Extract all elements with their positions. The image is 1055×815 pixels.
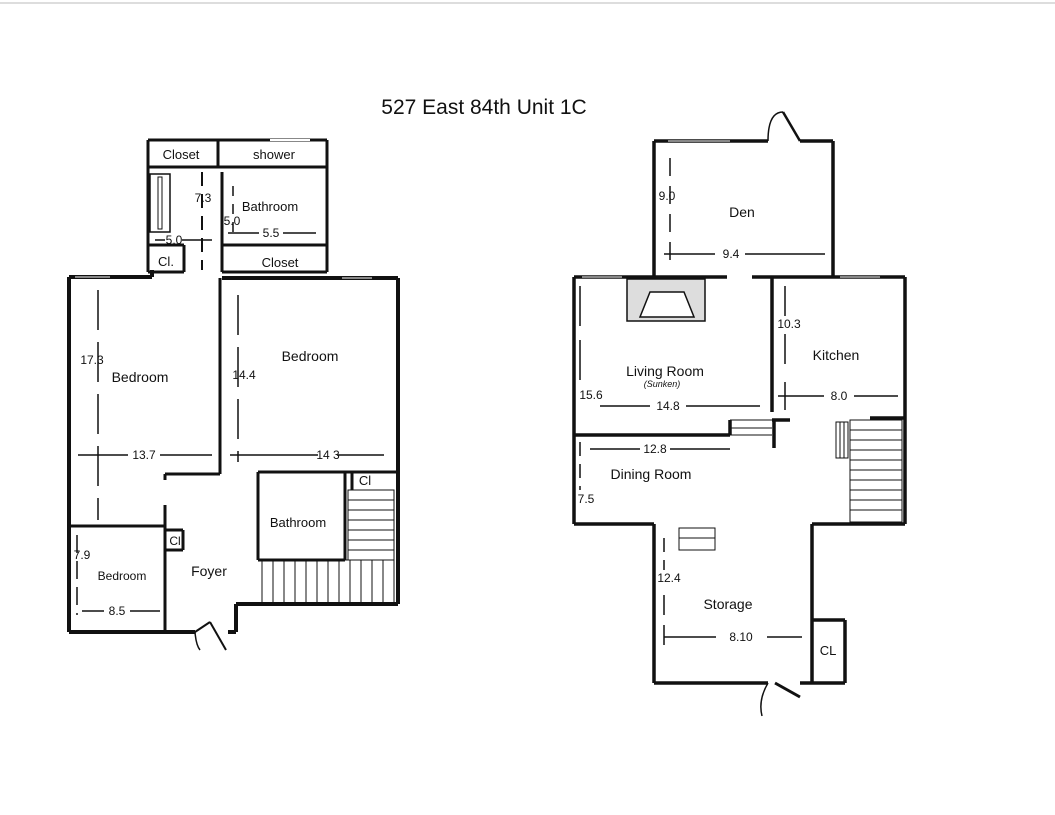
left-stairs: [261, 489, 395, 605]
dim-living-14-8: 14.8: [656, 399, 680, 413]
dim-hall-5-0: 5.0: [166, 233, 183, 247]
label-living-sunken: (Sunken): [644, 379, 681, 389]
label-bathroom-top: Bathroom: [242, 199, 298, 214]
dim-bedroom-right-14-3: 14 3: [316, 448, 340, 462]
dim-dining-7-5: 7.5: [578, 492, 595, 506]
dim-bedroom-left-13-7: 13.7: [132, 448, 156, 462]
label-den: Den: [729, 204, 755, 220]
left-entry-door: [194, 621, 227, 651]
fireplace: [626, 278, 706, 322]
den-door-swing: [767, 111, 784, 142]
label-bedroom-left: Bedroom: [112, 369, 169, 385]
label-bathroom-lower: Bathroom: [270, 515, 326, 530]
left-upper-wing-walls: [146, 138, 329, 274]
dim-bedroom-left-17-3: 17.3: [80, 353, 104, 367]
left-dimension-lines: [76, 186, 384, 615]
dim-dining-12-8: 12.8: [643, 442, 667, 456]
dim-kitchen-10-3: 10.3: [777, 317, 801, 331]
label-closet-top: Closet: [163, 147, 200, 162]
den-door: [781, 111, 802, 142]
label-cl-storage: CL: [820, 643, 837, 658]
dim-hall-7-3: 7.3: [195, 191, 212, 205]
left-window-frame: [149, 173, 171, 233]
label-cl-foyer: Cl: [169, 534, 180, 548]
right-stairs: [678, 419, 903, 551]
left-window-glass: [157, 176, 163, 230]
dim-small-8-5: 8.5: [109, 604, 126, 618]
label-dining-room: Dining Room: [611, 466, 692, 482]
right-floor-plan: [572, 139, 907, 685]
right-walls: [572, 139, 907, 685]
right-dimension-lines: [579, 158, 898, 650]
label-living-room: Living Room: [626, 363, 704, 379]
dim-bath-5-0: 5.0: [224, 214, 241, 228]
dim-living-15-6: 15.6: [579, 388, 603, 402]
right-doors: [760, 111, 802, 717]
label-bedroom-small: Bedroom: [98, 569, 147, 583]
plan-title: 527 East 84th Unit 1C: [381, 96, 586, 119]
storage-door-swing: [760, 682, 769, 717]
label-shower: shower: [253, 147, 296, 162]
dim-den-9-4: 9.4: [723, 247, 740, 261]
dim-storage-12-4: 12.4: [657, 571, 681, 585]
label-bedroom-right: Bedroom: [282, 348, 339, 364]
label-cl-stair: Cl: [359, 473, 371, 488]
label-foyer: Foyer: [191, 563, 227, 579]
dim-bath-5-5: 5.5: [263, 226, 280, 240]
label-kitchen: Kitchen: [813, 347, 860, 363]
dim-storage-8-10: 8.10: [729, 630, 753, 644]
label-cl-small: Cl.: [158, 254, 174, 269]
dim-bedroom-right-14-4: 14.4: [232, 368, 256, 382]
storage-door: [774, 681, 801, 699]
label-closet-mid: Closet: [262, 255, 299, 270]
dim-den-9-0: 9.0: [659, 189, 676, 203]
dim-small-7-9: 7.9: [74, 548, 91, 562]
dim-kitchen-8-0: 8.0: [831, 389, 848, 403]
label-storage: Storage: [703, 596, 752, 612]
